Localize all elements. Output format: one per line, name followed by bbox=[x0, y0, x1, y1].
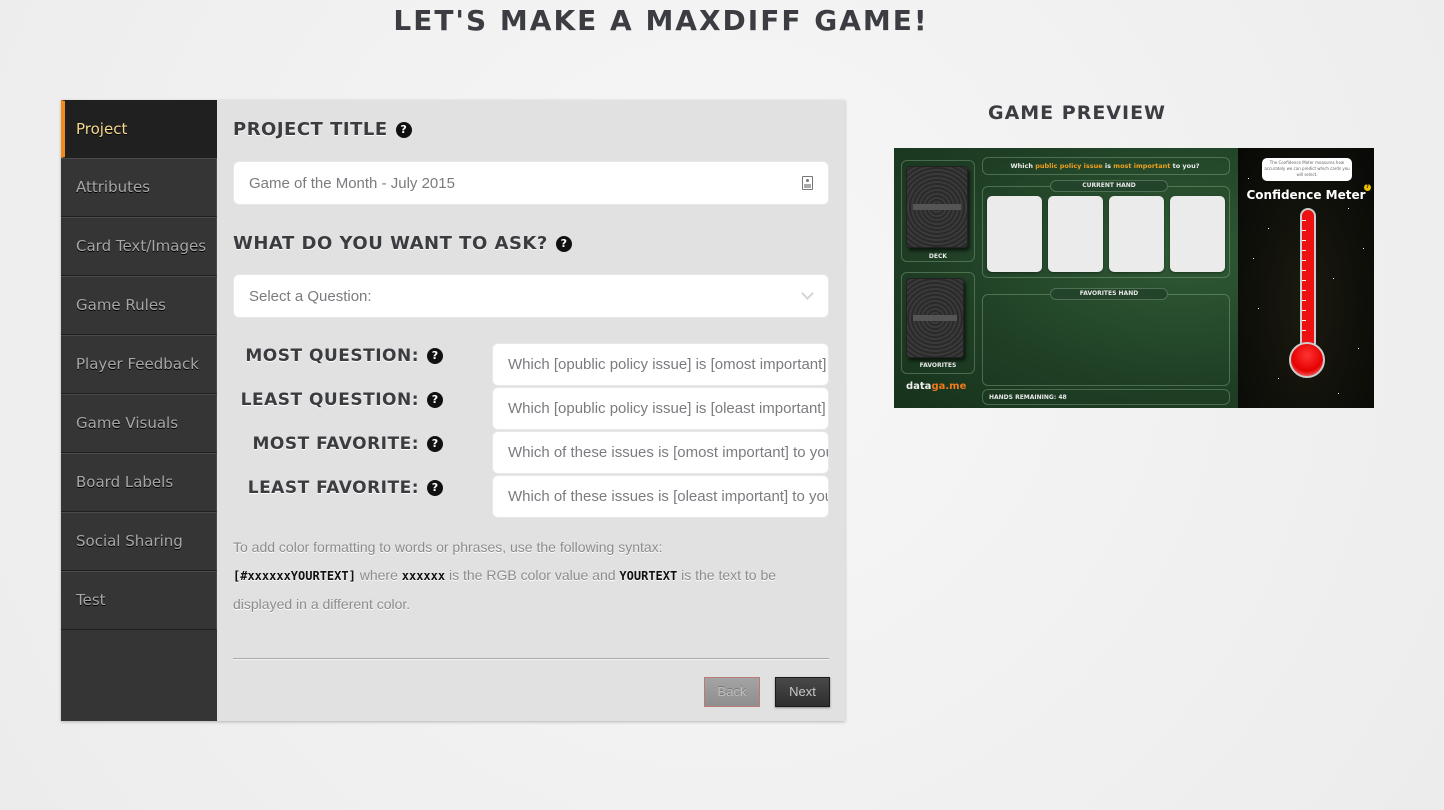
most-question-label-text: MOST QUESTION: bbox=[245, 346, 419, 366]
meter-tooltip: The Confidence Meter measures how accura… bbox=[1262, 158, 1352, 181]
project-title-heading: PROJECT TITLE ? bbox=[233, 119, 412, 140]
most-favorite-input[interactable]: Which of these issues is [omost importan… bbox=[492, 431, 829, 474]
current-hand-label: CURRENT HAND bbox=[1082, 182, 1136, 189]
help-icon[interactable]: ? bbox=[427, 392, 443, 408]
card-slot bbox=[987, 196, 1042, 272]
help-line: To add color formatting to words or phra… bbox=[233, 539, 663, 555]
syntax-code: [#xxxxxxYOURTEXT] bbox=[233, 569, 356, 583]
q-highlight: most important bbox=[1113, 162, 1171, 170]
most-favorite-label-text: MOST FAVORITE: bbox=[252, 434, 419, 454]
least-question-label-text: LEAST QUESTION: bbox=[240, 390, 419, 410]
page-title: LET'S MAKE A MAXDIFF GAME! bbox=[393, 4, 929, 37]
least-favorite-input[interactable]: Which of these issues is [oleast importa… bbox=[492, 475, 829, 518]
sidebar-item-game-visuals[interactable]: Game Visuals bbox=[61, 394, 217, 453]
project-title-label: PROJECT TITLE bbox=[233, 119, 388, 140]
thermometer-bulb-icon bbox=[1289, 342, 1325, 378]
most-question-value: Which [opublic policy issue] is [omost i… bbox=[508, 356, 828, 373]
game-preview-title: GAME PREVIEW bbox=[987, 102, 1167, 124]
least-question-label: LEAST QUESTION: ? bbox=[241, 390, 443, 410]
question-select[interactable]: Select a Question: bbox=[233, 274, 829, 318]
sidebar-item-card-text-images[interactable]: Card Text/Images bbox=[61, 217, 217, 276]
sidebar-item-board-labels[interactable]: Board Labels bbox=[61, 453, 217, 512]
sidebar-item-social-sharing[interactable]: Social Sharing bbox=[61, 512, 217, 571]
logo-part: data bbox=[906, 381, 932, 392]
sidebar-item-game-rules[interactable]: Game Rules bbox=[61, 276, 217, 335]
question-bar bbox=[982, 157, 1230, 175]
favorites-area bbox=[901, 272, 975, 374]
game-preview: DECK FAVORITES dataga.me Which public po… bbox=[894, 148, 1374, 408]
ask-label: WHAT DO YOU WANT TO ASK? bbox=[233, 233, 548, 254]
datagame-logo: dataga.me bbox=[906, 381, 966, 392]
sidebar-item-test[interactable]: Test bbox=[61, 571, 217, 630]
help-text-part: is the RGB color value and bbox=[445, 567, 620, 583]
ask-heading: WHAT DO YOU WANT TO ASK? ? bbox=[233, 233, 572, 254]
sidebar-nav: Project Attributes Card Text/Images Game… bbox=[61, 100, 217, 721]
favorites-label: FAVORITES bbox=[919, 362, 957, 369]
help-icon[interactable]: ? bbox=[395, 121, 412, 138]
help-text-part: where bbox=[355, 567, 402, 583]
contact-card-icon[interactable] bbox=[802, 176, 813, 190]
deck-card-icon bbox=[906, 166, 968, 248]
q-part: Which bbox=[1010, 162, 1036, 170]
q-part: is bbox=[1102, 162, 1114, 170]
sidebar-item-player-feedback[interactable]: Player Feedback bbox=[61, 335, 217, 394]
favorites-hand-tab bbox=[1050, 288, 1168, 300]
hands-remaining: HANDS REMAINING: 48 bbox=[989, 394, 1067, 401]
help-icon: ? bbox=[1364, 184, 1371, 191]
question-select-value: Select a Question: bbox=[249, 287, 372, 305]
least-favorite-label: LEAST FAVORITE: ? bbox=[248, 478, 443, 498]
rgb-code: xxxxxx bbox=[401, 569, 446, 583]
help-icon[interactable]: ? bbox=[427, 348, 443, 364]
divider bbox=[233, 658, 829, 659]
back-button[interactable]: Back bbox=[704, 677, 760, 707]
q-part: to you? bbox=[1170, 162, 1200, 170]
least-favorite-label-text: LEAST FAVORITE: bbox=[247, 478, 419, 498]
preview-question: Which public policy issue is most import… bbox=[982, 162, 1228, 170]
project-title-value: Game of the Month - July 2015 bbox=[249, 174, 455, 192]
yourtext-code: YOURTEXT bbox=[619, 569, 678, 583]
card-slot bbox=[1170, 196, 1225, 272]
least-question-value: Which [opublic policy issue] is [oleast … bbox=[508, 400, 828, 417]
favorites-card-icon bbox=[906, 278, 964, 358]
logo-part: ga.me bbox=[931, 381, 967, 392]
most-question-input[interactable]: Which [opublic policy issue] is [omost i… bbox=[492, 343, 829, 386]
card-slot bbox=[1109, 196, 1164, 272]
project-title-input[interactable]: Game of the Month - July 2015 bbox=[233, 161, 829, 205]
sidebar-item-project[interactable]: Project bbox=[61, 100, 217, 158]
least-favorite-value: Which of these issues is [oleast importa… bbox=[508, 488, 828, 505]
sidebar-item-attributes[interactable]: Attributes bbox=[61, 158, 217, 217]
confidence-meter-title: Confidence Meter bbox=[1246, 188, 1366, 202]
deck-area bbox=[901, 160, 975, 262]
help-text-part: is the text to be displayed in a differe… bbox=[233, 567, 777, 612]
most-question-label: MOST QUESTION: ? bbox=[245, 346, 443, 366]
card-slot bbox=[1048, 196, 1103, 272]
chevron-down-icon bbox=[801, 287, 814, 300]
favorites-hand-label: FAVORITES HAND bbox=[1079, 290, 1139, 297]
most-favorite-label: MOST FAVORITE: ? bbox=[252, 434, 443, 454]
q-highlight: public policy issue bbox=[1035, 162, 1103, 170]
most-favorite-value: Which of these issues is [omost importan… bbox=[508, 444, 828, 461]
next-button[interactable]: Next bbox=[775, 677, 830, 707]
least-question-input[interactable]: Which [opublic policy issue] is [oleast … bbox=[492, 387, 829, 430]
form-content: PROJECT TITLE ? Game of the Month - July… bbox=[217, 100, 845, 721]
wizard-panel: Project Attributes Card Text/Images Game… bbox=[61, 100, 845, 721]
current-hand-tab bbox=[1050, 180, 1168, 192]
confidence-meter-panel: The Confidence Meter measures how accura… bbox=[1238, 148, 1374, 408]
help-icon[interactable]: ? bbox=[555, 235, 572, 252]
help-icon[interactable]: ? bbox=[427, 436, 443, 452]
color-format-help: To add color formatting to words or phra… bbox=[233, 533, 823, 618]
hands-remaining-bar bbox=[982, 389, 1230, 405]
favorites-hand-area bbox=[982, 294, 1230, 386]
deck-label: DECK bbox=[928, 253, 948, 260]
help-icon[interactable]: ? bbox=[427, 480, 443, 496]
